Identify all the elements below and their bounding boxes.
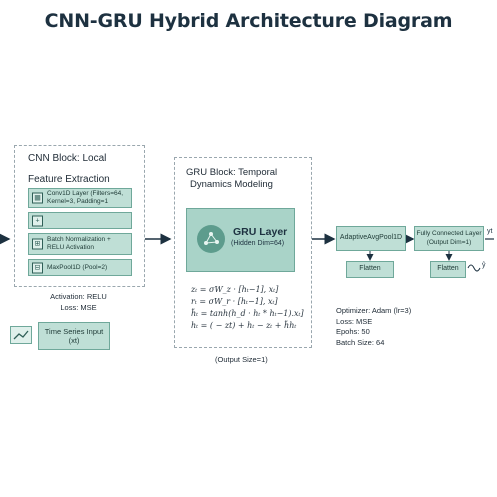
layer-icon: ▦ <box>32 192 43 204</box>
fully-connected-box[interactable]: Fully Connected Layer (Output Dim=1) <box>414 226 484 251</box>
fc-sub-label: (Output Dim=1) <box>426 238 472 246</box>
adaptive-avg-pool-box[interactable]: AdaptiveAvgPool1D <box>336 226 406 251</box>
cnn-title-line2: Feature Extraction <box>28 174 110 185</box>
training-info: Optimizer: Adam (lr=3) Loss: MSE Epohs: … <box>336 306 411 348</box>
gru-layer-subtitle: (Hidden Dim=64) <box>231 240 285 247</box>
epochs-label: Epohs: 50 <box>336 327 370 336</box>
equation-reset-gate: rₜ = σW_r · [hₜ−1], xₜ] <box>191 297 278 306</box>
output-label: yt <box>487 228 493 235</box>
cnn-block-title: CNN Block: Local Feature Extraction <box>28 152 110 186</box>
fc-flatten-box[interactable]: Flatten <box>430 261 466 278</box>
plus-icon: + <box>32 215 43 226</box>
input-sub-label: (xt) <box>68 336 80 345</box>
network-icon <box>197 225 225 253</box>
diagram-title: CNN-GRU Hybrid Architecture Diagram <box>44 10 453 32</box>
time-series-input-box[interactable]: Time Series Input (xt) <box>38 322 110 350</box>
batchnorm-label: Batch Normalization + RELU Activation <box>47 235 111 251</box>
batch-size-label: Batch Size: 64 <box>336 337 385 347</box>
cnn-title-line1: CNN Block: Local <box>28 153 107 164</box>
input-label: Time Series Input <box>44 326 104 336</box>
activation-label: Activation: RELU <box>50 292 107 301</box>
gru-layer-title: GRU Layer <box>233 226 288 238</box>
pool-flatten-label: Flatten <box>359 265 381 273</box>
chart-icon <box>10 326 32 344</box>
gru-title-line2: Dynamics Modeling <box>190 179 273 191</box>
fc-label: Fully Connected Layer <box>416 230 482 238</box>
equation-hidden-state: hₜ = ( − zt) + hₜ − zₜ + h̃hₜ <box>191 321 297 330</box>
gru-title-line1: GRU Block: Temporal <box>186 167 278 178</box>
output-hat-label: ŷ <box>482 262 486 269</box>
blank-layer-box[interactable]: + <box>28 212 132 229</box>
equation-update-gate: zₜ = σW_z · [hₜ−1], xₜ] <box>191 285 279 294</box>
conv1d-layer-box[interactable]: ▦ Conv1D Layer (Filters=64, Kernel=3, Pa… <box>28 188 132 208</box>
equation-candidate: h̃ₜ = tanh(h_d · hₜ * hₜ−1).xₜ] <box>191 309 304 318</box>
fc-flatten-label: Flatten <box>437 265 459 273</box>
cnn-activation-text: Activation: RELU Loss: MSE <box>14 292 143 313</box>
output-wave <box>467 264 481 272</box>
pool-icon: ⊟ <box>32 262 43 273</box>
batchnorm-layer-box[interactable]: ⊞ Batch Normalization + RELU Activation <box>28 233 132 255</box>
gru-output-size: (Output Size=1) <box>215 355 268 364</box>
training-loss-label: Loss: MSE <box>336 316 373 326</box>
gru-equations: zₜ = σW_z · [hₜ−1], xₜ] rₜ = σW_r · [hₜ−… <box>191 284 304 332</box>
gru-layer-box[interactable]: GRU Layer (Hidden Dim=64) <box>186 208 295 272</box>
pool-flatten-box[interactable]: Flatten <box>346 261 394 278</box>
adaptive-pool-label: AdaptiveAvgPool1D <box>339 234 403 242</box>
optimizer-label: Optimizer: Adam (lr=3) <box>336 306 412 315</box>
cnn-loss-label: Loss: MSE <box>60 302 97 312</box>
maxpool-layer-box[interactable]: ⊟ MaxPool1D (Pool=2) <box>28 259 132 276</box>
grid-icon: ⊞ <box>32 238 43 250</box>
conv1d-label: Conv1D Layer (Filters=64, Kernel=3, Padd… <box>47 189 124 205</box>
maxpool-label: MaxPool1D (Pool=2) <box>47 263 108 271</box>
gru-block-title: GRU Block: Temporal Dynamics Modeling <box>186 167 277 192</box>
